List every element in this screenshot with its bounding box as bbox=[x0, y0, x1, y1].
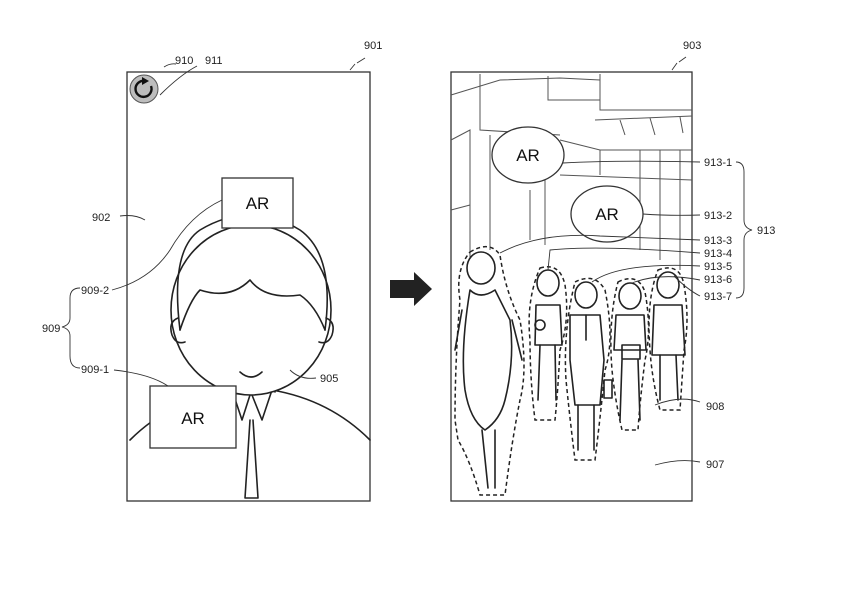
ar-bubble-middle[interactable]: AR bbox=[570, 185, 644, 243]
arrow-right-icon bbox=[390, 272, 432, 306]
leader-902 bbox=[119, 215, 146, 221]
label-905: 905 bbox=[320, 373, 338, 385]
leader-913-6 bbox=[631, 276, 701, 284]
leader-909-1 bbox=[113, 369, 169, 387]
leader-903 bbox=[671, 56, 687, 71]
brace-913 bbox=[735, 161, 753, 299]
label-913-4: 913-4 bbox=[704, 248, 732, 260]
label-909: 909 bbox=[42, 323, 60, 335]
label-911: 911 bbox=[205, 55, 223, 67]
left-screen: AR AR bbox=[61, 57, 371, 502]
leader-913-4 bbox=[547, 247, 701, 271]
label-913: 913 bbox=[757, 225, 775, 237]
label-901: 901 bbox=[364, 40, 382, 52]
leader-910 bbox=[163, 63, 177, 68]
label-913-6: 913-6 bbox=[704, 274, 732, 286]
left-screen-frame bbox=[126, 71, 371, 502]
right-screen: AR AR bbox=[450, 56, 753, 502]
leader-909-2 bbox=[111, 199, 223, 291]
label-913-2: 913-2 bbox=[704, 210, 732, 222]
leader-901 bbox=[349, 57, 366, 71]
ar-bubble-top[interactable]: AR bbox=[491, 126, 565, 184]
leader-913-3 bbox=[499, 234, 701, 254]
leader-908 bbox=[654, 398, 701, 406]
label-907: 907 bbox=[706, 459, 724, 471]
leader-913-1 bbox=[562, 160, 701, 164]
ar-tag-lower[interactable]: AR bbox=[149, 385, 237, 449]
label-913-5: 913-5 bbox=[704, 261, 732, 273]
person-portrait bbox=[129, 214, 371, 499]
label-913-7: 913-7 bbox=[704, 291, 732, 303]
leader-913-2 bbox=[642, 213, 701, 216]
leader-913-5 bbox=[591, 264, 701, 283]
label-913-1: 913-1 bbox=[704, 157, 732, 169]
station-background bbox=[450, 74, 693, 270]
leader-905 bbox=[289, 369, 317, 379]
ar-tag-upper[interactable]: AR bbox=[221, 177, 294, 229]
label-913-3: 913-3 bbox=[704, 235, 732, 247]
label-909-1: 909-1 bbox=[81, 364, 109, 376]
people-group bbox=[454, 246, 688, 496]
ar-bubble-middle-text: AR bbox=[595, 205, 619, 224]
leader-907 bbox=[654, 460, 701, 466]
label-908: 908 bbox=[706, 401, 724, 413]
label-902: 902 bbox=[92, 212, 110, 224]
leader-911 bbox=[159, 65, 198, 96]
label-910: 910 bbox=[175, 55, 193, 67]
ar-tag-lower-text: AR bbox=[181, 409, 205, 428]
right-screen-frame bbox=[450, 71, 693, 502]
label-909-2: 909-2 bbox=[81, 285, 109, 297]
leader-913-7 bbox=[673, 275, 701, 297]
ar-tag-upper-text: AR bbox=[246, 194, 270, 213]
refresh-icon[interactable] bbox=[129, 74, 159, 104]
brace-909 bbox=[61, 287, 81, 369]
ar-bubble-top-text: AR bbox=[516, 146, 540, 165]
label-903: 903 bbox=[683, 40, 701, 52]
